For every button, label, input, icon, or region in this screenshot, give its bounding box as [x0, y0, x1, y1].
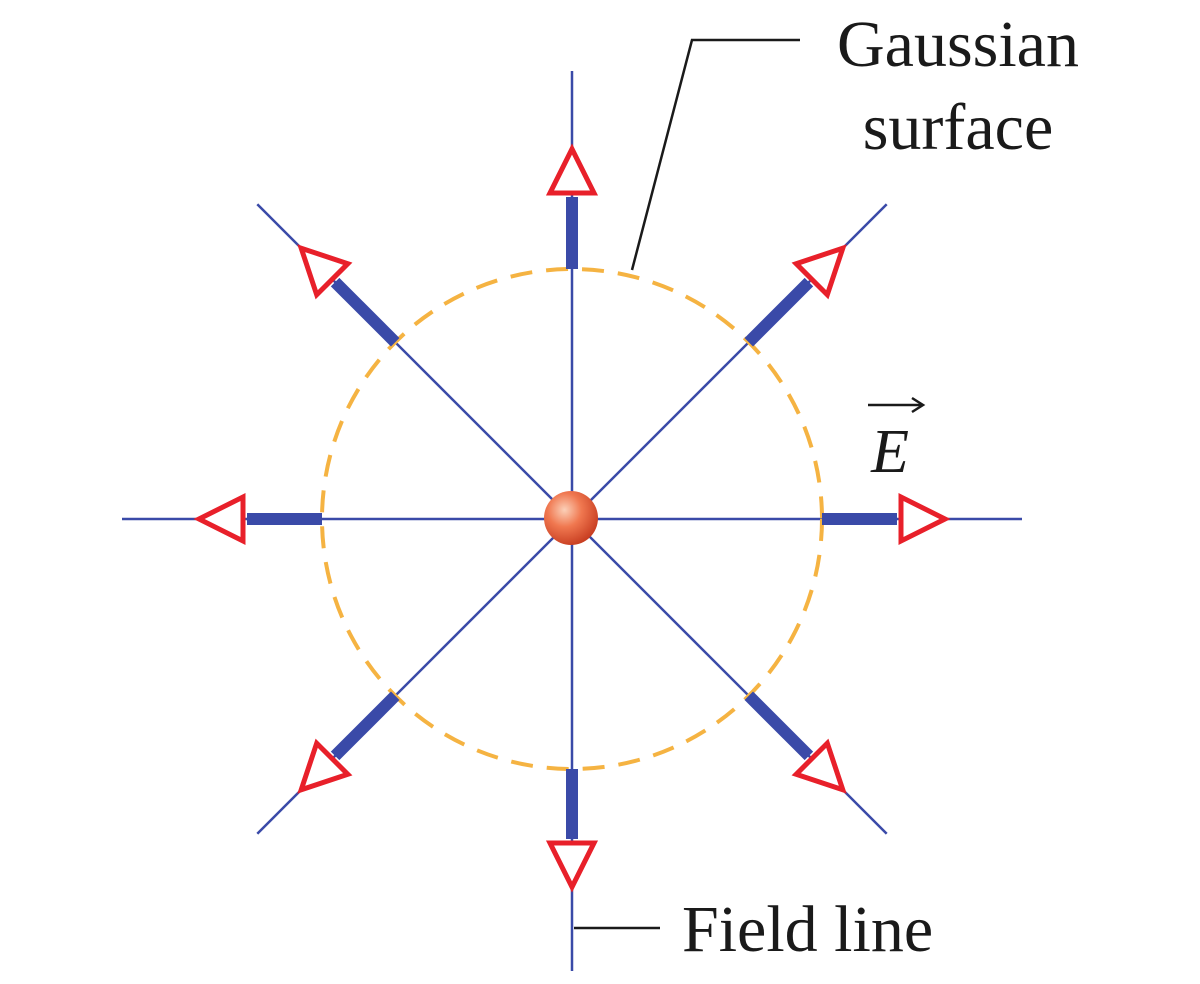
arrowhead-icon-down [545, 840, 599, 893]
arrowhead-icon-down-left [297, 738, 353, 794]
field-line-label: Field line [682, 893, 933, 966]
field-vector-segment-down-left [330, 691, 400, 761]
gaussian-surface-leader-line [630, 38, 800, 271]
field-vector-label: E [868, 396, 926, 486]
field-lines-layer [122, 71, 1022, 971]
arrowhead-icon-up [545, 143, 599, 196]
arrowhead-icon-left [193, 492, 246, 546]
arrowhead-icon-down-right [791, 738, 847, 794]
arrowhead-icon-right [898, 492, 951, 546]
field-vector-symbol: E [870, 418, 909, 486]
vector-arrowhead-icon [911, 396, 926, 414]
field-vector-segment-up-left [330, 277, 400, 347]
arrowheads-layer [193, 143, 951, 893]
thick-segments-layer [247, 197, 897, 839]
field-vector-segment-up-right [744, 277, 814, 347]
point-charge [544, 491, 598, 545]
arrowhead-icon-up-right [791, 244, 847, 300]
gaussian-surface-label-line1: Gaussian [837, 8, 1079, 81]
field-vector-segment-down-right [744, 691, 814, 761]
arrowhead-icon-up-left [297, 244, 353, 300]
gaussian-surface-label-line2: surface [863, 91, 1054, 164]
